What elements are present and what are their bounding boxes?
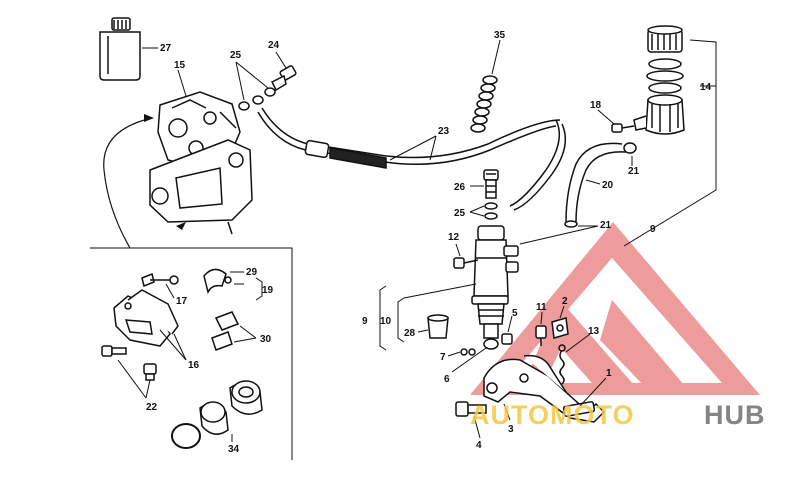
label-7: 7	[440, 352, 446, 363]
label-17: 17	[176, 296, 188, 307]
fluid-reservoir	[633, 25, 685, 135]
pin-7	[460, 348, 476, 356]
label-21-upper: 21	[628, 166, 640, 177]
bleeder-valve-24	[270, 65, 297, 92]
brake-hose-23	[257, 107, 567, 211]
label-27: 27	[160, 43, 172, 54]
label-14: 14	[700, 82, 712, 93]
label-23: 23	[438, 126, 450, 137]
label-4: 4	[476, 440, 482, 451]
label-26: 26	[454, 182, 466, 193]
label-16: 16	[188, 360, 200, 371]
spring-sleeve-35	[470, 75, 498, 133]
washers-25-upper	[238, 87, 276, 111]
label-2: 2	[562, 296, 568, 307]
watermark-text-automoto: AUTOMOTO	[470, 400, 635, 430]
label-5: 5	[512, 308, 518, 319]
return-spring-13	[558, 344, 566, 385]
label-3: 3	[508, 424, 514, 435]
master-cylinder	[471, 225, 519, 350]
watermark-text-hub: HUB	[704, 400, 766, 430]
label-29: 29	[246, 267, 258, 278]
label-25-lower: 25	[454, 208, 466, 219]
washers-25-lower	[484, 202, 498, 220]
watermark-wordmark: AUTOMOTO HUB	[470, 400, 766, 430]
label-11: 11	[536, 302, 547, 313]
bolts-22	[101, 345, 157, 381]
label-21-lower: 21	[600, 220, 612, 231]
screw-11	[535, 325, 547, 346]
label-18: 18	[590, 100, 602, 111]
pivot-bolt-4	[455, 401, 487, 417]
label-22: 22	[146, 402, 158, 413]
pad-pin-17	[141, 272, 179, 288]
pedal-stop-2	[551, 317, 569, 339]
label-13: 13	[588, 326, 600, 337]
label-35: 35	[494, 30, 506, 41]
screw-18	[611, 123, 635, 133]
label-24: 24	[268, 40, 280, 51]
label-1: 1	[606, 368, 612, 379]
reservoir-hose-20	[564, 142, 627, 228]
caliper-bracket	[149, 139, 253, 235]
pad-springs-30	[211, 311, 240, 351]
label-25-upper: 25	[230, 50, 242, 61]
hose-clamp-21-upper	[623, 142, 637, 154]
rubber-boot-28	[427, 314, 449, 339]
caliper-pistons-34	[171, 380, 263, 449]
screw-12	[453, 257, 479, 269]
label-30: 30	[260, 334, 272, 345]
label-19: 19	[262, 285, 274, 296]
label-12: 12	[448, 232, 460, 243]
brake-fluid-bottle	[99, 17, 141, 81]
label-10: 10	[380, 316, 392, 327]
label-20: 20	[602, 180, 614, 191]
label-15: 15	[174, 60, 186, 71]
banjo-bolt-26	[483, 169, 499, 199]
label-6: 6	[444, 374, 450, 385]
brake-pedal	[483, 354, 606, 423]
label-28: 28	[404, 328, 416, 339]
brake-pads-16	[113, 289, 179, 347]
screw-5	[501, 333, 513, 345]
label-9-left: 9	[362, 316, 368, 327]
label-9-right: 9	[650, 224, 656, 235]
pad-clip-29	[203, 268, 232, 295]
label-34: 34	[228, 444, 240, 455]
